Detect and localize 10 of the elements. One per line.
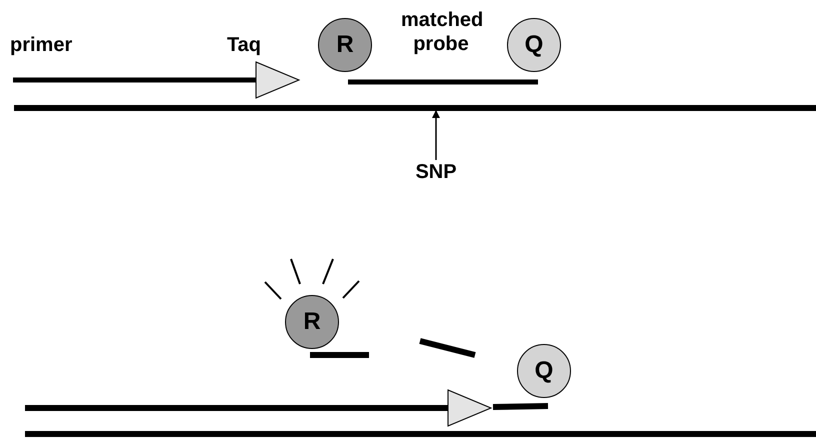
probe-label: matched probe bbox=[401, 8, 481, 56]
enzyme-label: Taq bbox=[226, 33, 262, 57]
quencher-circle: Q bbox=[517, 344, 571, 398]
snp-label: SNP bbox=[406, 160, 466, 184]
leader-arrow bbox=[432, 110, 440, 160]
reporter-circle: R bbox=[318, 18, 372, 72]
quencher-circle: Q bbox=[507, 18, 561, 72]
reporter-circle: R bbox=[285, 295, 339, 349]
template-strand bbox=[14, 105, 816, 111]
primer-label: primer bbox=[10, 33, 74, 57]
